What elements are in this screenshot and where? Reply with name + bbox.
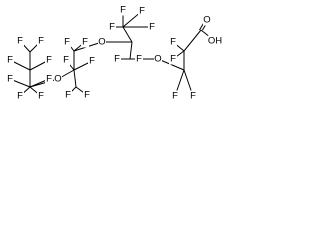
single-bond [183, 29, 202, 52]
atom-label-background [37, 90, 45, 102]
atom-label-background [208, 35, 222, 47]
atom-label-background [98, 36, 106, 48]
oxygen-atom-label: O [98, 37, 105, 48]
fluorine-atom-label: F [17, 36, 23, 47]
oxygen-atom-label: O [203, 15, 210, 26]
atom-label-background [54, 73, 62, 85]
atom-label-background [119, 4, 127, 16]
atom-label-background [83, 89, 91, 101]
fluorine-atom-label: F [149, 22, 155, 33]
atom-label-background [169, 36, 177, 48]
atom-label-background [81, 36, 89, 48]
fluorine-atom-label: F [38, 91, 44, 102]
atom-label-background [45, 73, 53, 85]
single-bond [29, 78, 59, 88]
single-bond [73, 69, 77, 88]
atom-label-background [108, 21, 116, 33]
fluorine-atom-label: F [63, 55, 69, 66]
atom-label-background [154, 53, 162, 65]
atom-label-background [63, 36, 71, 48]
atom-label-background [148, 21, 156, 33]
fluorine-atom-label: F [17, 91, 23, 102]
fluorine-atom-label: F [65, 90, 71, 101]
oxygen-atom-label: O [54, 74, 61, 85]
fluorine-atom-label: F [7, 55, 13, 66]
fluorine-atom-label: F [7, 74, 13, 85]
hydroxyl-group-label: OH [208, 36, 222, 47]
fluorine-atom-label: F [172, 91, 178, 102]
single-bond [129, 41, 133, 60]
fluorine-atom-label: F [84, 90, 90, 101]
fluorine-atom-label: F [109, 22, 115, 33]
atom-label-background [138, 5, 146, 17]
fluorine-atom-label: F [82, 37, 88, 48]
fluorine-atom-label: F [46, 55, 52, 66]
fluorine-atom-label: F [190, 91, 196, 102]
atom-label-background [62, 54, 70, 66]
single-bond [122, 26, 133, 43]
atom-label-background [45, 54, 53, 66]
atom-label-background [37, 35, 45, 47]
fluorine-atom-label: F [170, 37, 176, 48]
atom-label-background [169, 53, 177, 65]
atom-label-background [16, 90, 24, 102]
atom-label-background [189, 90, 197, 102]
atom-label-background [6, 73, 14, 85]
atom-label-background [203, 14, 211, 26]
atom-label-background [6, 54, 14, 66]
atom-label-background [16, 35, 24, 47]
fluorine-atom-label: F [136, 54, 142, 65]
fluorine-atom-label: F [114, 54, 120, 65]
oxygen-atom-label: O [154, 54, 161, 65]
fluorine-atom-label: F [170, 54, 176, 65]
fluorine-atom-label: F [120, 5, 126, 16]
fluorine-atom-label: F [139, 6, 145, 17]
atom-label-background [135, 53, 143, 65]
atom-label-background [171, 90, 179, 102]
fluorine-atom-label: F [38, 36, 44, 47]
fluorine-atom-label: F [46, 74, 52, 85]
fluorine-atom-label: F [89, 56, 95, 67]
atom-label-background [64, 89, 72, 101]
fluorine-atom-label: F [64, 37, 70, 48]
atom-label-background [88, 55, 96, 67]
atom-label-background [113, 53, 121, 65]
